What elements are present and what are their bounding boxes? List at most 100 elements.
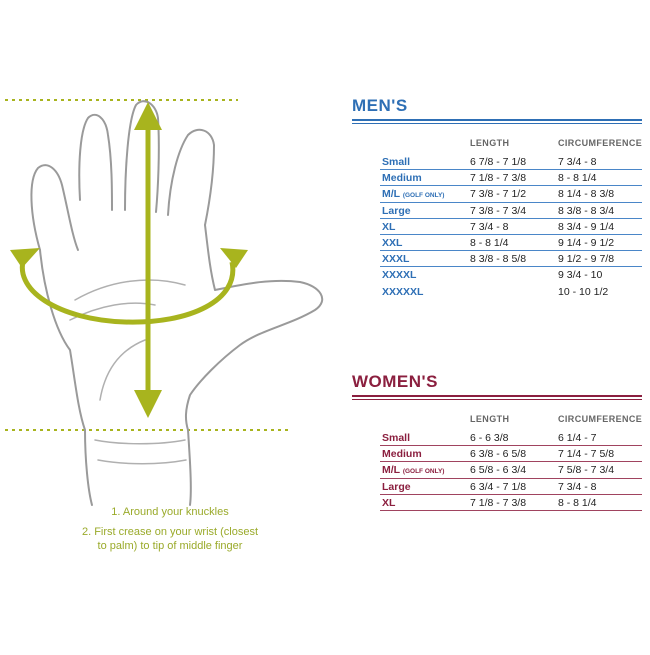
down-arrowhead bbox=[134, 390, 162, 418]
womens-size-table: WOMEN'S LENGTH CIRCUMFERENCE Small 6 - 6 … bbox=[352, 372, 642, 511]
size-name: XXL bbox=[382, 236, 403, 249]
knuckle-circumference-arc bbox=[20, 254, 236, 325]
size-name: XL bbox=[382, 220, 396, 233]
length-value: 6 7/8 - 7 1/8 bbox=[470, 156, 527, 168]
circumference-value: 7 1/4 - 7 5/8 bbox=[558, 448, 615, 461]
size-name: XL bbox=[382, 496, 396, 509]
womens-title-rule bbox=[352, 395, 642, 397]
size-name: M/L bbox=[382, 188, 400, 201]
womens-title-rule-thin bbox=[352, 399, 642, 400]
mens-title-rule bbox=[352, 119, 642, 121]
size-name: Small bbox=[382, 156, 411, 168]
table-row: Small 6 7/8 - 7 1/8 7 3/4 - 8 bbox=[352, 154, 642, 171]
circumference-value: 8 1/4 - 8 3/8 bbox=[558, 188, 615, 201]
length-value: 6 5/8 - 6 3/4 bbox=[470, 464, 527, 477]
mens-column-headers: LENGTH CIRCUMFERENCE bbox=[352, 132, 642, 154]
size-name: M/L bbox=[382, 464, 400, 477]
row-divider bbox=[380, 509, 642, 511]
length-value: 6 3/8 - 6 5/8 bbox=[470, 448, 527, 461]
hand-measurement-diagram bbox=[5, 99, 324, 506]
row-divider bbox=[380, 169, 642, 171]
row-divider bbox=[380, 233, 642, 235]
length-value: 8 - 8 1/4 bbox=[470, 236, 509, 249]
mens-title-rule-thin bbox=[352, 123, 642, 124]
instruction-step-2: 2. First crease on your wrist (closest t… bbox=[40, 525, 300, 553]
length-value: 7 3/4 - 8 bbox=[470, 220, 509, 233]
table-row: XXXXL 9 3/4 - 10 bbox=[352, 267, 642, 283]
hand-illustration bbox=[5, 99, 324, 506]
table-row: XL 7 3/4 - 8 8 3/4 - 9 1/4 bbox=[352, 219, 642, 235]
size-label: M/L (GOLF ONLY) bbox=[382, 188, 444, 200]
row-divider bbox=[380, 217, 642, 219]
row-divider bbox=[380, 477, 642, 479]
size-name: XXXXL bbox=[382, 269, 417, 282]
size-name: XXXXXL bbox=[382, 285, 424, 298]
womens-column-headers: LENGTH CIRCUMFERENCE bbox=[352, 408, 642, 430]
row-divider bbox=[380, 445, 642, 447]
instruction-step-2-line-2: to palm) to tip of middle finger bbox=[97, 540, 243, 552]
instruction-step-1: 1. Around your knuckles bbox=[111, 506, 229, 518]
mens-length-header: LENGTH bbox=[470, 138, 510, 148]
size-label: XL bbox=[382, 497, 395, 509]
table-row: Small 6 - 6 3/8 6 1/4 - 7 bbox=[352, 430, 642, 447]
womens-rows: Small 6 - 6 3/8 6 1/4 - 7 Medium 6 3/8 - 6 5… bbox=[352, 430, 642, 511]
circumference-value: 9 3/4 - 10 bbox=[558, 269, 603, 282]
womens-title: WOMEN'S bbox=[352, 372, 438, 391]
womens-length-header: LENGTH bbox=[470, 414, 510, 424]
mens-title: MEN'S bbox=[352, 96, 408, 115]
size-label: XXXL bbox=[382, 253, 409, 265]
size-name: Large bbox=[382, 204, 411, 217]
circumference-value: 8 - 8 1/4 bbox=[558, 172, 597, 185]
length-value: 6 - 6 3/8 bbox=[470, 432, 509, 444]
row-divider bbox=[380, 493, 642, 495]
instruction-step-2-line-1: 2. First crease on your wrist (closest bbox=[81, 526, 259, 538]
left-arrowhead bbox=[10, 248, 40, 268]
size-name: Small bbox=[382, 432, 411, 444]
hand-outline bbox=[30, 100, 324, 506]
right-arrowhead bbox=[220, 248, 248, 268]
size-name: Medium bbox=[382, 448, 422, 461]
size-name: Large bbox=[382, 480, 411, 493]
row-divider bbox=[380, 185, 642, 187]
row-divider bbox=[380, 201, 642, 203]
table-row: Medium 6 3/8 - 6 5/8 7 1/4 - 7 5/8 bbox=[352, 446, 642, 463]
up-arrowhead bbox=[134, 102, 162, 130]
circumference-value: 9 1/4 - 9 1/2 bbox=[558, 236, 615, 249]
circumference-value: 8 - 8 1/4 bbox=[558, 496, 597, 509]
row-divider bbox=[380, 250, 642, 252]
circumference-value: 8 3/8 - 8 3/4 bbox=[558, 204, 615, 217]
length-value: 6 3/4 - 7 1/8 bbox=[470, 480, 527, 493]
mens-circumference-header: CIRCUMFERENCE bbox=[558, 138, 643, 148]
circumference-value: 10 - 10 1/2 bbox=[558, 285, 609, 298]
golf-only-note: (GOLF ONLY) bbox=[402, 468, 445, 476]
length-value: 7 1/8 - 7 3/8 bbox=[470, 172, 527, 185]
length-value: 7 3/8 - 7 3/4 bbox=[470, 204, 527, 217]
circumference-value: 7 5/8 - 7 3/4 bbox=[558, 464, 615, 477]
size-label: XXXXL bbox=[382, 269, 416, 281]
size-label: M/L (GOLF ONLY) bbox=[382, 464, 444, 476]
table-row: Large 7 3/8 - 7 3/4 8 3/8 - 8 3/4 bbox=[352, 203, 642, 219]
size-label: Small bbox=[382, 432, 410, 444]
measurement-instructions: 1. Around your knuckles 2. First crease … bbox=[40, 505, 300, 553]
size-name: XXXL bbox=[382, 253, 410, 266]
circumference-value: 8 3/4 - 9 1/4 bbox=[558, 220, 615, 233]
size-label: XXL bbox=[382, 237, 402, 249]
table-row: XXL 8 - 8 1/4 9 1/4 - 9 1/2 bbox=[352, 235, 642, 252]
circumference-value: 6 1/4 - 7 bbox=[558, 432, 597, 444]
table-row: Large 6 3/4 - 7 1/8 7 3/4 - 8 bbox=[352, 479, 642, 495]
circumference-value: 7 3/4 - 8 bbox=[558, 480, 597, 493]
size-label: Large bbox=[382, 205, 411, 217]
table-row: XXXXXL 10 - 10 1/2 bbox=[352, 284, 642, 300]
size-label: Medium bbox=[382, 448, 422, 460]
circumference-value: 7 3/4 - 8 bbox=[558, 156, 597, 168]
golf-only-note: (GOLF ONLY) bbox=[402, 192, 445, 200]
table-row: M/L (GOLF ONLY) 6 5/8 - 6 3/4 7 5/8 - 7 3/… bbox=[352, 462, 642, 479]
circumference-value: 9 1/2 - 9 7/8 bbox=[558, 253, 615, 266]
size-label: Large bbox=[382, 481, 411, 493]
row-divider bbox=[380, 266, 642, 268]
